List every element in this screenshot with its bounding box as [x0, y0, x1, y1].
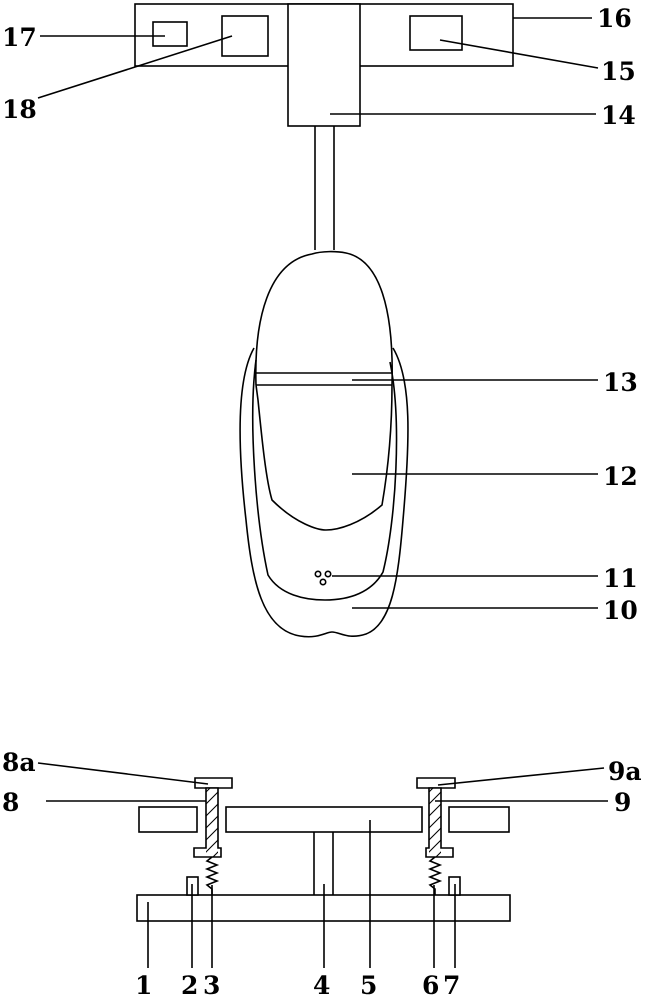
side-bar-right: [448, 806, 510, 833]
part-8a-cap: [194, 777, 233, 789]
label-5: 5: [360, 971, 377, 1000]
part-3-spring: [204, 856, 220, 895]
side-bar-left: [138, 806, 198, 833]
label-14: 14: [601, 101, 636, 130]
part-9a-cap: [416, 777, 456, 789]
part-14-block: [287, 3, 361, 127]
part-15-box: [409, 15, 463, 51]
label-8: 8: [2, 788, 19, 817]
label-15: 15: [601, 57, 636, 86]
label-9: 9: [614, 788, 631, 817]
label-1: 1: [135, 971, 152, 1000]
shaft: [314, 126, 335, 250]
label-8a: 8a: [2, 748, 36, 777]
label-2: 2: [181, 971, 198, 1000]
head-cap: [255, 250, 393, 386]
top-housing: [134, 3, 514, 127]
head-assembly: [239, 250, 409, 638]
part-9-latch: [416, 777, 456, 858]
part-18-box: [221, 15, 269, 57]
part-6-spring: [427, 856, 443, 895]
label-9a: 9a: [608, 757, 642, 786]
part-10-inner-line: [251, 359, 398, 601]
label-6: 6: [422, 971, 439, 1000]
part-10-outer-shell: [239, 347, 409, 638]
part-12-cavity: [255, 384, 393, 531]
reference-numerals: 17 18 16 15 14 13 12 11 10 8a 8 9a 9 1 2…: [2, 4, 642, 1000]
label-10: 10: [603, 596, 638, 625]
label-16: 16: [597, 4, 632, 33]
part-5-platform: [225, 806, 423, 833]
label-12: 12: [603, 462, 638, 491]
part-8-latch: [193, 777, 233, 858]
label-11: 11: [603, 564, 638, 593]
leader-lines: [37, 17, 608, 968]
label-17: 17: [2, 23, 37, 52]
label-13: 13: [603, 368, 638, 397]
label-18: 18: [2, 95, 37, 124]
part-11-holes: [314, 570, 332, 586]
label-7: 7: [443, 971, 460, 1000]
part-17-box: [152, 21, 188, 47]
label-3: 3: [203, 971, 220, 1000]
label-4: 4: [313, 971, 330, 1000]
